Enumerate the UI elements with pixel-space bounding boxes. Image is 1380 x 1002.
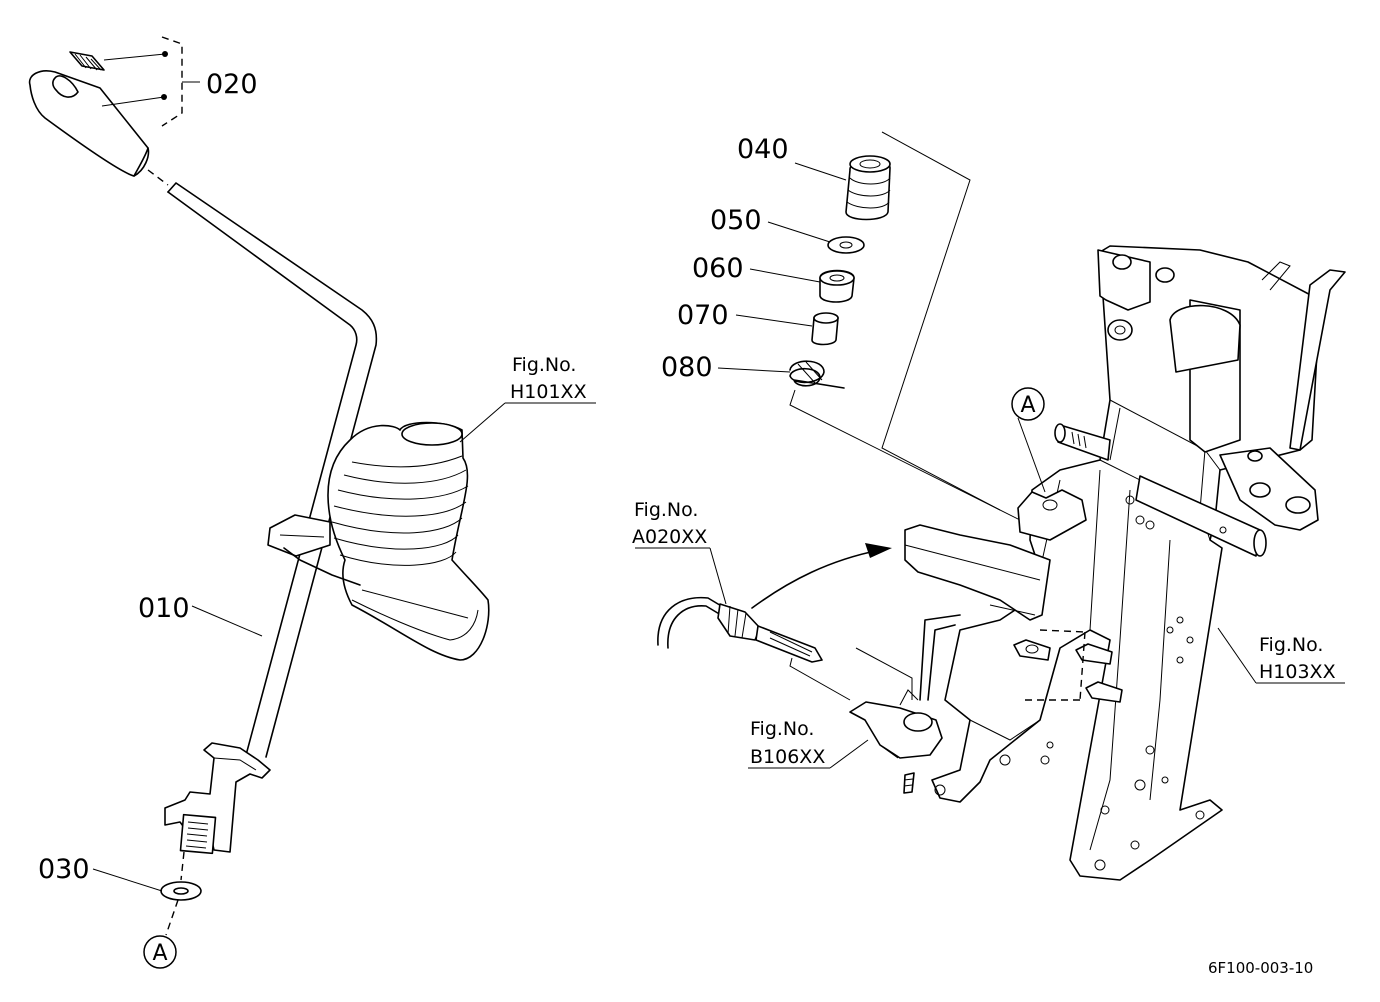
- dust-boot: [327, 421, 490, 661]
- pedal-frame-assembly: [635, 131, 1346, 881]
- lever-rod: [167, 182, 378, 771]
- torsion-spring-080: [789, 360, 845, 389]
- part-label-020: 020: [206, 69, 258, 100]
- part-label-040: 040: [737, 134, 789, 165]
- sensor-unit: [849, 689, 943, 794]
- ref-a020-line1: Fig.No.: [634, 499, 698, 521]
- shift-lever-assembly: [28, 36, 596, 936]
- spring-040: [845, 155, 891, 221]
- ref-b106-line1: Fig.No.: [750, 718, 814, 740]
- part-label-080: 080: [661, 352, 713, 383]
- knob-insert: [69, 51, 105, 71]
- collar-060: [819, 269, 855, 303]
- ref-h103-line2: H103XX: [1259, 661, 1336, 683]
- part-label-050: 050: [710, 205, 762, 236]
- connection-mark-a-right: A: [1011, 387, 1045, 421]
- part-label-060: 060: [692, 253, 744, 284]
- lever-knob: [28, 70, 150, 177]
- part-label-030: 030: [38, 854, 90, 885]
- part-label-010: 010: [138, 593, 190, 624]
- connection-mark-a-left: A: [143, 935, 177, 969]
- bushing-070: [811, 312, 839, 346]
- lever-lower-bracket: [164, 742, 271, 855]
- ref-h101-line2: H101XX: [510, 381, 587, 403]
- drawing-code: 6F100-003-10: [1208, 959, 1313, 977]
- throttle-cable: [657, 596, 823, 663]
- ref-b106-line2: B106XX: [750, 746, 825, 768]
- connection-mark-label: A: [1020, 393, 1035, 418]
- washer-030: [160, 881, 202, 901]
- lever-guide-plate: [267, 514, 361, 586]
- group-bracket-020: [161, 36, 183, 127]
- ref-h103-line1: Fig.No.: [1259, 634, 1323, 656]
- direction-arrow: [751, 549, 881, 609]
- pedal-frame: [904, 245, 1346, 881]
- washer-050: [827, 236, 865, 254]
- ref-h101-line1: Fig.No.: [512, 354, 576, 376]
- arrow-head: [865, 543, 892, 558]
- connection-mark-label: A: [152, 941, 167, 966]
- part-label-070: 070: [677, 300, 729, 331]
- ref-a020-line2: A020XX: [632, 526, 707, 548]
